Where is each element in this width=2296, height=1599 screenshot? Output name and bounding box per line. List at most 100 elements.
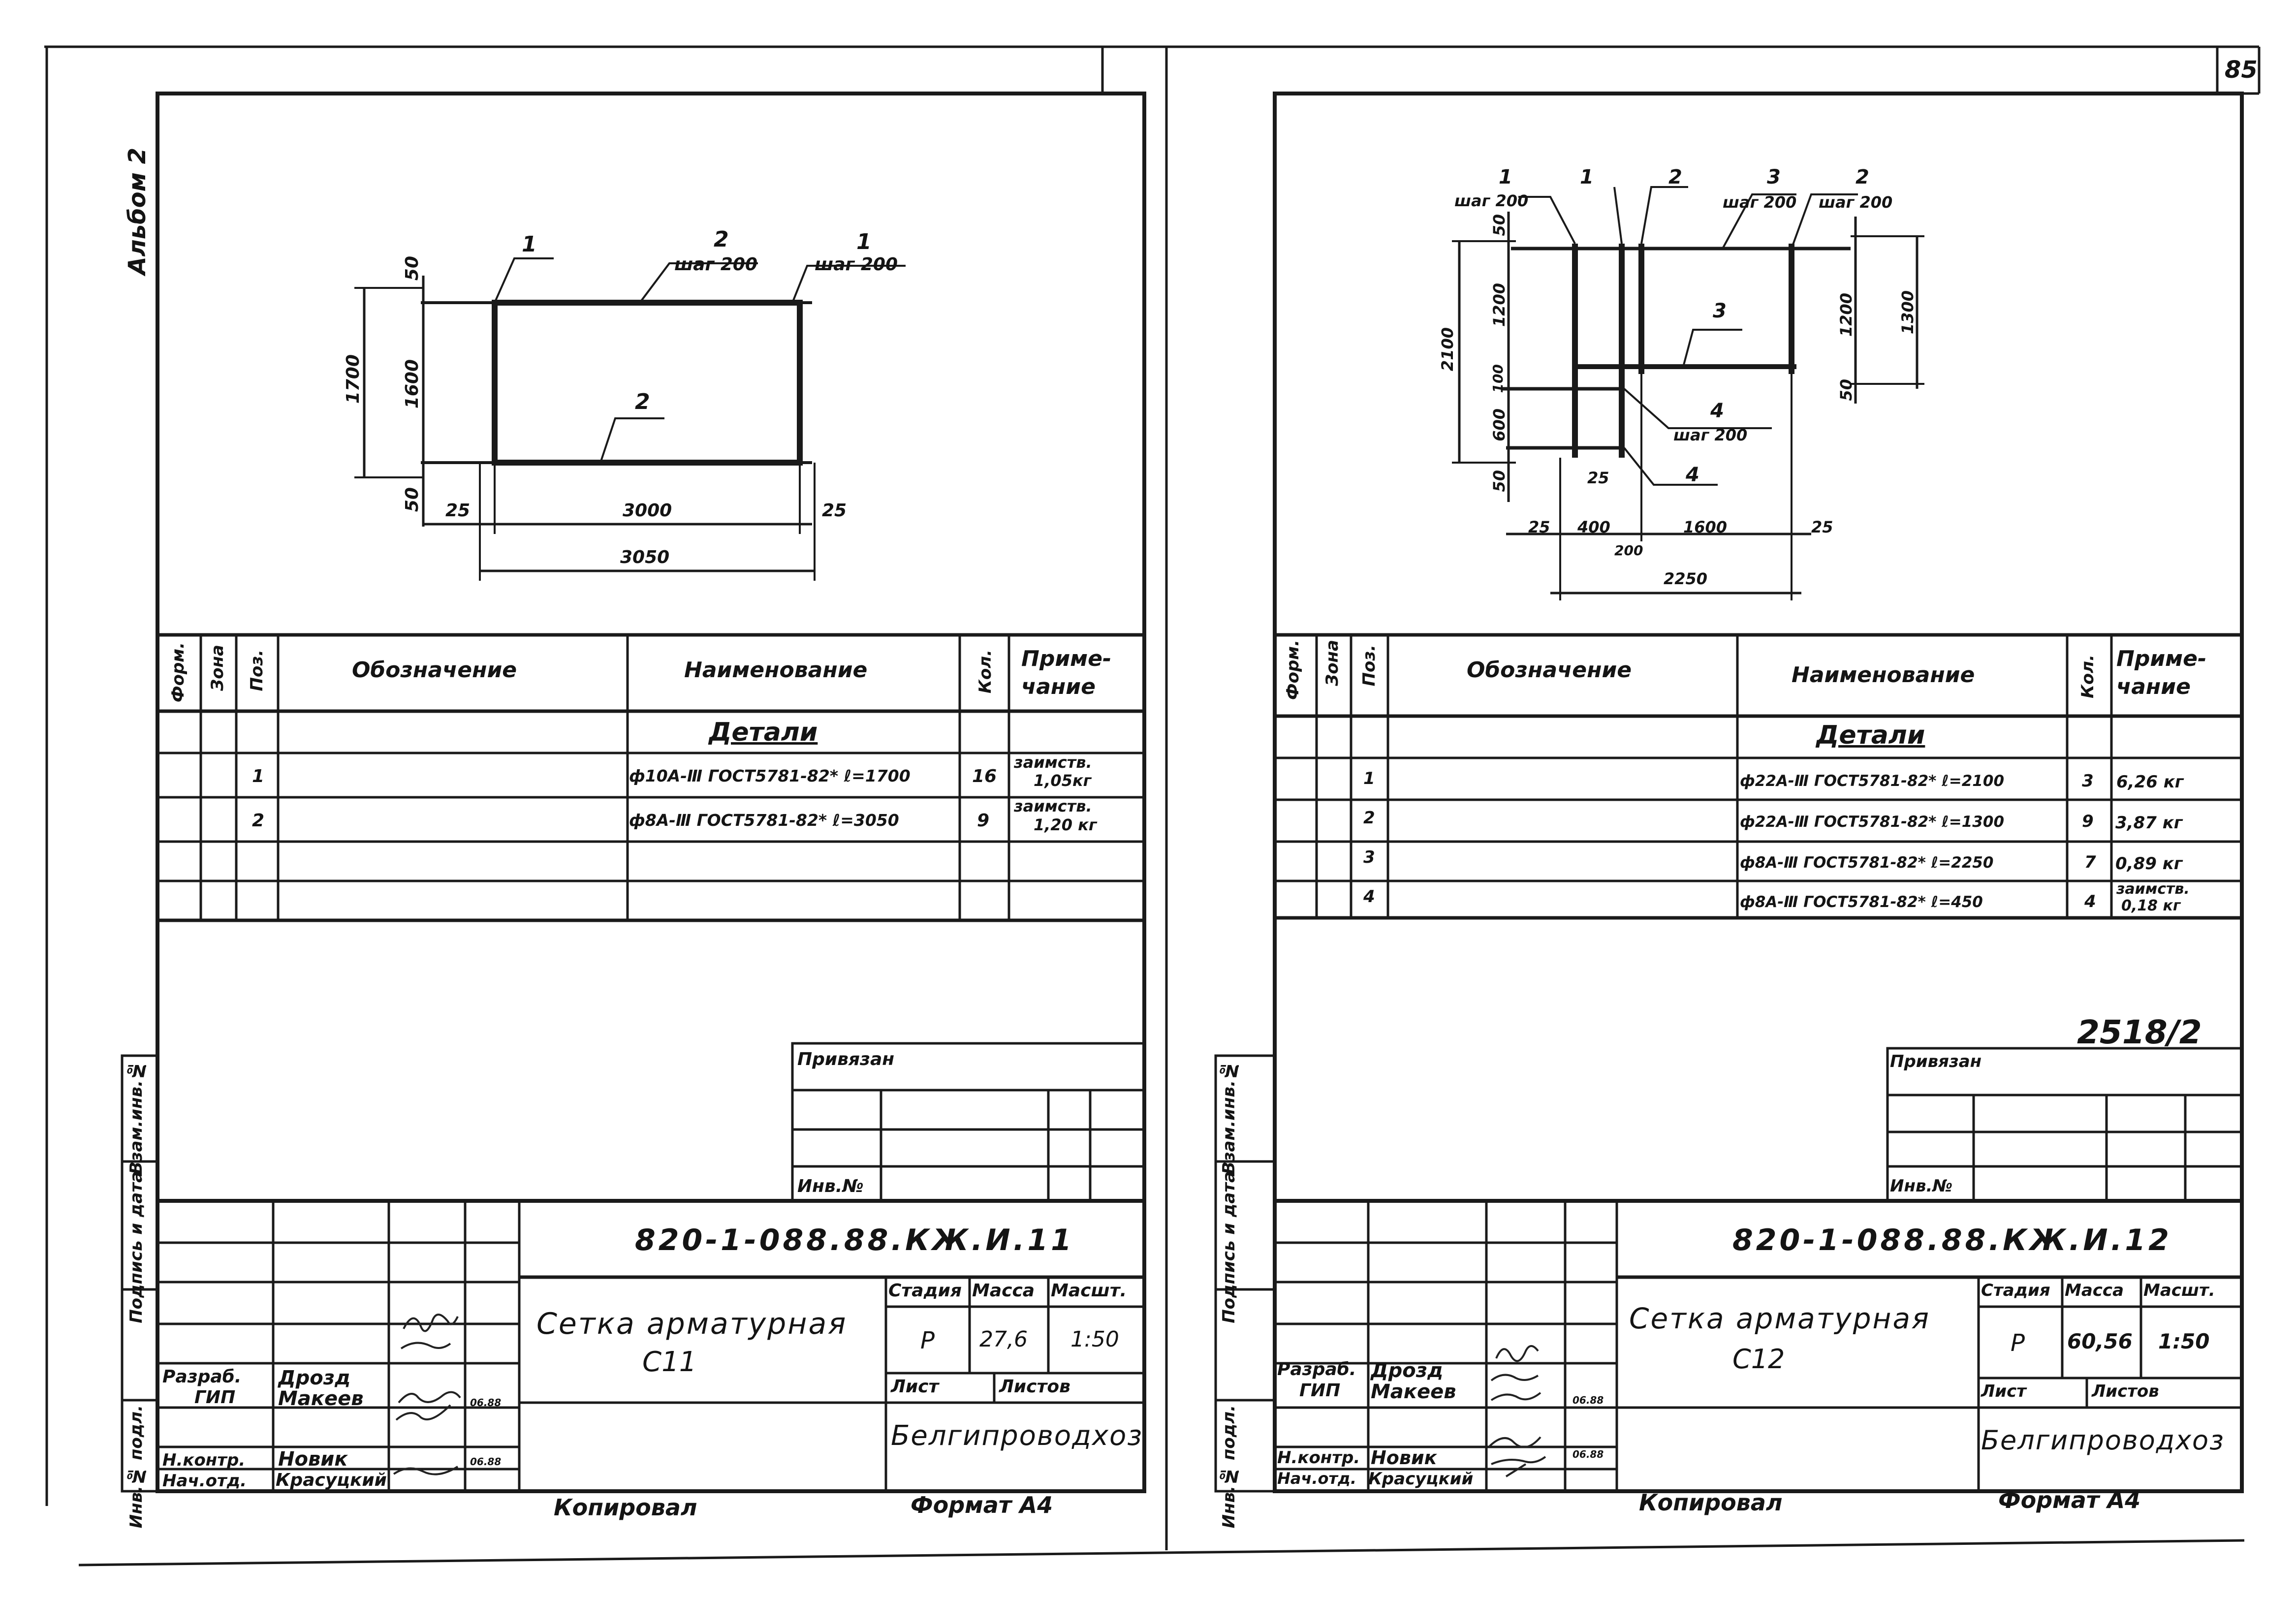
left-frame: [121, 92, 1146, 1493]
left-dim-length-inner: 3000: [623, 501, 672, 521]
left-spec-header-designation: Обозначение: [352, 658, 517, 683]
right-sheet-label: Лист: [1981, 1381, 2026, 1401]
page-number: 85: [2225, 56, 2258, 84]
left-role-3: Нач.отд.: [162, 1471, 247, 1491]
right-callout-2a: 2: [1668, 166, 1682, 188]
right-callout-3top: 3: [1767, 166, 1781, 188]
left-format-label: Формат А4: [911, 1492, 1053, 1518]
right-scale-label: Масшт.: [2143, 1281, 2215, 1300]
right-dim-h400: 400: [1577, 518, 1610, 536]
right-spec-header-name: Наименование: [1792, 662, 1975, 688]
left-scale: 1:50: [1070, 1327, 1119, 1352]
left-spec-section-title: Детали: [709, 718, 818, 747]
left-doc-code: 820-1-088.88.КЖ.И.11: [635, 1223, 1074, 1257]
right-spec-row-2-name: ф22А-Ⅲ ГОСТ5781-82* ℓ=1300: [1740, 813, 2005, 831]
left-privyazan-grid: [791, 1042, 1146, 1202]
left-spec-row-2-name: ф8А-Ⅲ ГОСТ5781-82* ℓ=3050: [629, 811, 899, 830]
right-dim-h25-left: 25: [1528, 518, 1550, 536]
right-spec-row-3-name: ф8А-Ⅲ ГОСТ5781-82* ℓ=2250: [1740, 854, 1994, 872]
left-mass-label: Масса: [972, 1281, 1035, 1301]
left-person-3: Красуцкий: [276, 1470, 387, 1490]
left-spec-row-2-qty: 9: [977, 811, 990, 831]
right-spec-row-1-note-1: 6,26 кг: [2116, 772, 2184, 792]
left-dim-length-total: 3050: [620, 547, 670, 567]
left-callout-pos2-mid: 2: [635, 389, 650, 414]
right-spec-row-3-note-1: 0,89 кг: [2115, 854, 2183, 874]
right-frame: [1214, 92, 2244, 1493]
left-person-2: Новик: [278, 1448, 348, 1471]
right-callout-4b: 4: [1686, 464, 1699, 486]
left-spec-row-1-pos: 1: [252, 766, 265, 786]
left-mesh-drawing: [354, 257, 906, 581]
left-person-0: Дрозд: [278, 1367, 351, 1389]
right-person-3: Красуцкий: [1368, 1469, 1474, 1489]
right-callout-4a: 4: [1710, 400, 1724, 422]
right-dim-h25-right: 25: [1811, 518, 1833, 536]
right-mesh-drawing: [1452, 186, 1924, 600]
right-role-1: ГИП: [1299, 1380, 1341, 1401]
right-spec-row-4-qty: 4: [2084, 892, 2096, 911]
right-stage: Р: [2011, 1329, 2025, 1357]
left-role-1: ГИП: [194, 1387, 236, 1408]
left-spec-row-2-pos: 2: [252, 811, 265, 831]
left-name-line1: Сетка арматурная: [536, 1307, 848, 1341]
right-name-line2: С12: [1732, 1344, 1785, 1375]
left-name-line2: С11: [642, 1346, 697, 1378]
right-mass-label: Масса: [2065, 1281, 2124, 1300]
left-callout-pos1: 1: [522, 232, 537, 257]
right-format-label: Формат А4: [1998, 1487, 2141, 1513]
right-role-0: Разраб.: [1277, 1359, 1356, 1380]
left-title-block-grid: [157, 1199, 1144, 1491]
right-privyazan-inv: Инв.№: [1890, 1176, 1953, 1196]
right-callout-3top-step: шаг 200: [1723, 193, 1797, 212]
left-dim-left-offset: 25: [445, 501, 471, 521]
right-callout-3mid: 3: [1713, 300, 1727, 322]
right-dim-h2250: 2250: [1664, 569, 1708, 588]
left-sheet-label: Лист: [891, 1377, 939, 1397]
right-stage-label: Стадия: [1981, 1281, 2050, 1300]
right-spec-row-4-pos: 4: [1363, 887, 1375, 907]
left-spec-header-name: Наименование: [684, 658, 868, 683]
left-dim-right-offset: 25: [822, 501, 847, 521]
right-handwritten-number: 2518/2: [2077, 1013, 2202, 1051]
left-stage: Р: [920, 1327, 935, 1354]
left-spec-row-1-note-1: заимств.: [1014, 753, 1092, 772]
left-stage-label: Стадия: [888, 1281, 962, 1301]
right-callout-2b-step: шаг 200: [1819, 193, 1893, 212]
right-spec-row-1-pos: 1: [1363, 769, 1375, 788]
left-callout-pos2-top: 2: [714, 227, 729, 252]
right-copied-label: Копировал: [1639, 1489, 1783, 1516]
right-spec-row-3-qty: 7: [2084, 852, 2096, 872]
right-callout-1a-step: шаг 200: [1454, 191, 1529, 210]
right-spec-row-4-note-2: 0,18 кг: [2121, 897, 2181, 914]
left-callout-pos1-right-step: шаг 200: [815, 254, 898, 275]
right-spec-section-title: Детали: [1816, 721, 1925, 750]
left-role-0: Разраб.: [162, 1367, 242, 1387]
right-role-3: Нач.отд.: [1277, 1469, 1357, 1488]
right-spec-row-1-name: ф22А-Ⅲ ГОСТ5781-82* ℓ=2100: [1740, 772, 2005, 790]
left-sheets-label: Листов: [999, 1377, 1070, 1397]
left-spec-row-2-note-1: заимств.: [1014, 797, 1092, 815]
left-date-3: 06.88: [470, 1456, 502, 1468]
right-org: Белгипроводхоз: [1981, 1425, 2225, 1456]
right-doc-code: 820-1-088.88.КЖ.И.12: [1732, 1223, 2172, 1257]
left-privyazan-inv: Инв.№: [797, 1176, 864, 1196]
right-spec-header-note: Приме- чание: [2116, 646, 2207, 700]
right-sheets-label: Листов: [2092, 1381, 2159, 1401]
right-dim-h25-small: 25: [1587, 469, 1609, 487]
right-privyazan-title: Привязан: [1890, 1052, 1982, 1071]
left-spec-table-grid: [157, 633, 1144, 922]
left-date-1: 06.88: [470, 1397, 502, 1409]
right-spec-table-grid: [1275, 633, 2242, 920]
right-scale: 1:50: [2158, 1329, 2210, 1353]
left-spec-row-1-note-2: 1,05кг: [1034, 771, 1092, 790]
left-scale-label: Масшт.: [1051, 1281, 1127, 1301]
left-spec-row-1-qty: 16: [972, 766, 997, 786]
right-spec-row-4-name: ф8А-Ⅲ ГОСТ5781-82* ℓ=450: [1740, 893, 1983, 911]
right-name-line1: Сетка арматурная: [1629, 1302, 1930, 1335]
left-role-2: Н.контр.: [162, 1450, 246, 1470]
right-mass: 60,56: [2067, 1329, 2133, 1353]
